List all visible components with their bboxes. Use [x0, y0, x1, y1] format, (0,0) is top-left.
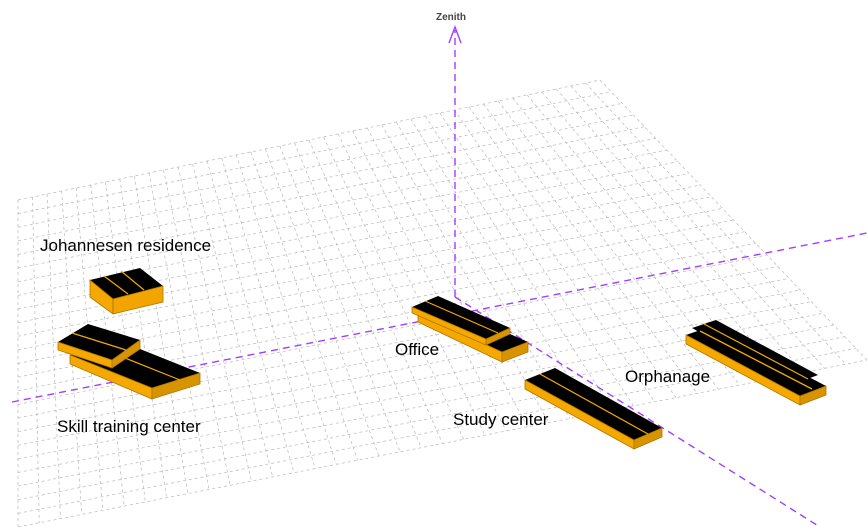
zenith-arrow-icon: [448, 25, 462, 44]
building-orphanage[interactable]: [685, 320, 827, 406]
label-skill-training-center: Skill training center: [57, 417, 201, 436]
building-study-center[interactable]: [524, 368, 663, 450]
zenith-label: Zenith: [436, 12, 466, 23]
label-study-center: Study center: [453, 410, 549, 429]
label-johannesen-residence: Johannesen residence: [40, 236, 212, 255]
label-orphanage: Orphanage: [625, 367, 711, 386]
label-office: Office: [395, 340, 440, 359]
building-office[interactable]: [411, 296, 529, 363]
building-johannesen-residence[interactable]: [89, 268, 164, 315]
ground-grid: [17, 79, 867, 527]
building-skill-training-center[interactable]: [57, 324, 201, 400]
